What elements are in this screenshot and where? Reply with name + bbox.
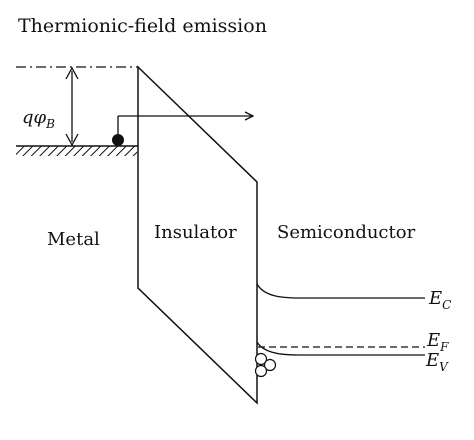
barrier-sub: B — [45, 117, 55, 131]
ev-label: EV — [425, 350, 449, 374]
valence-band-edge — [256, 341, 425, 356]
ev-main: E — [425, 350, 439, 371]
barrier-arrow-up-head — [65, 66, 79, 80]
insulator-label: Insulator — [154, 222, 237, 243]
electron — [112, 134, 124, 146]
diagram-title: Thermionic-field emission — [18, 15, 267, 37]
hole — [263, 358, 277, 372]
barrier-arrow-down-head — [65, 133, 79, 147]
ef-sub: F — [439, 340, 449, 354]
metal-hatching — [16, 146, 137, 156]
hole — [254, 364, 268, 378]
ev-sub: V — [439, 360, 449, 374]
insulator-band — [137, 65, 258, 405]
barrier-q: q — [22, 107, 34, 128]
metal-label: Metal — [47, 229, 100, 250]
barrier-phi: φ — [34, 107, 47, 128]
semiconductor-label: Semiconductor — [277, 222, 416, 243]
ef-main: E — [426, 330, 440, 351]
ec-sub: C — [442, 298, 451, 312]
hole — [254, 352, 268, 366]
ec-main: E — [428, 288, 442, 309]
ef-label: EF — [426, 330, 449, 354]
ec-label: EC — [428, 288, 451, 312]
conduction-band-edge — [256, 283, 425, 299]
barrier-height-label: qφB — [22, 107, 55, 131]
